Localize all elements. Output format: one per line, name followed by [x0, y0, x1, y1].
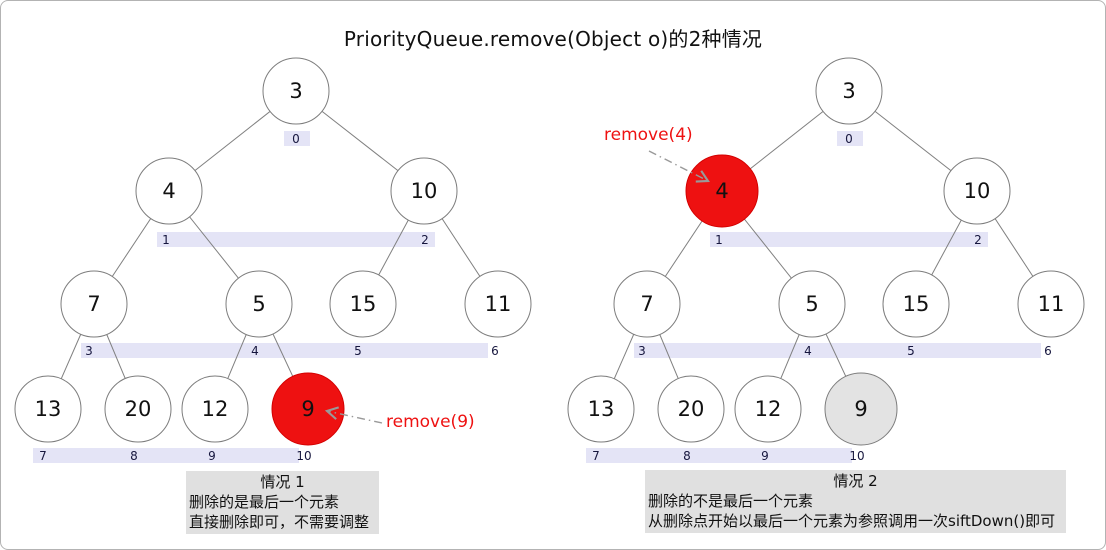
array-index-label: 4: [804, 344, 812, 358]
array-index-label: 10: [849, 449, 864, 463]
heap-node-value: 10: [964, 179, 991, 203]
heap-node-value: 4: [162, 179, 175, 203]
case1-caption-title: 情况 1: [260, 473, 305, 491]
array-index-band: [710, 232, 988, 247]
array-index-label: 2: [974, 233, 982, 247]
array-index-label: 4: [251, 344, 259, 358]
array-index-label: 0: [845, 132, 853, 146]
heap-node: [1017, 270, 1085, 338]
heap-node: [464, 270, 532, 338]
heap-node-value: 7: [640, 292, 653, 316]
remove-annotation-label: remove(9): [386, 412, 475, 432]
heap-node: [135, 157, 203, 225]
case2-caption: 情况 2 删除的不是最后一个元素 从删除点开始以最后一个元素为参照调用一次sif…: [645, 470, 1066, 533]
heap-node-value: 12: [755, 397, 782, 421]
array-index-band: [81, 343, 488, 358]
heap-node: [262, 57, 330, 125]
case2-caption-line: 删除的不是最后一个元素: [648, 492, 814, 510]
heap-node-value: 13: [588, 397, 615, 421]
case1-caption-line: 删除的是最后一个元素: [189, 493, 340, 511]
case2-caption-title: 情况 2: [833, 472, 878, 490]
array-index-label: 9: [208, 449, 216, 463]
heap-node: [657, 375, 725, 443]
heap-node: [60, 270, 128, 338]
heap-node: [815, 57, 883, 125]
heap-node-value: 13: [35, 397, 62, 421]
array-index-band: [284, 131, 310, 146]
array-index-label: 7: [592, 449, 600, 463]
heap-node: [14, 375, 82, 443]
heap-node: [104, 375, 172, 443]
heap-node-value: 20: [678, 397, 705, 421]
array-index-label: 1: [715, 233, 723, 247]
heap-node: [943, 157, 1011, 225]
array-index-label: 3: [638, 344, 646, 358]
heap-node-value: 15: [350, 292, 377, 316]
heap-node: [567, 375, 635, 443]
heap-node-value: 9: [854, 397, 867, 421]
array-index-label: 2: [421, 233, 429, 247]
remove-annotation-label: remove(4): [604, 125, 693, 145]
heap-node-value: 5: [805, 292, 818, 316]
heap-node-value: 9: [301, 397, 314, 421]
heap-node-value: 10: [411, 179, 438, 203]
heap-node: [778, 270, 846, 338]
heap-node: [181, 375, 249, 443]
heap-node-value: 11: [1038, 292, 1065, 316]
array-index-label: 5: [907, 344, 915, 358]
heap-node: [734, 375, 802, 443]
page-title: PriorityQueue.remove(Object o)的2种情况: [343, 27, 763, 51]
heap-node-value: 12: [202, 397, 229, 421]
heap-node-value: 15: [903, 292, 930, 316]
heap-node: [613, 270, 681, 338]
case1-caption-line: 直接删除即可，不需要调整: [189, 513, 370, 531]
array-index-label: 5: [354, 344, 362, 358]
array-index-label: 10: [296, 449, 311, 463]
heap-node-value: 7: [87, 292, 100, 316]
heap-node-value: 5: [252, 292, 265, 316]
case1-caption: 情况 1 删除的是最后一个元素 直接删除即可，不需要调整: [186, 471, 379, 534]
heap-node: [225, 270, 293, 338]
heap-node-value: 11: [485, 292, 512, 316]
heap-node-value: 3: [842, 79, 855, 103]
array-index-band: [157, 232, 435, 247]
remove-arrow: [648, 150, 710, 183]
array-index-label: 9: [761, 449, 769, 463]
heap-node: [882, 270, 950, 338]
array-index-label: 8: [130, 449, 138, 463]
case2-caption-line: 从删除点开始以最后一个元素为参照调用一次siftDown()即可: [648, 512, 1056, 530]
array-index-label: 0: [292, 132, 300, 146]
array-index-label: 1: [162, 233, 170, 247]
array-index-label: 6: [491, 344, 499, 358]
array-index-band: [33, 448, 299, 463]
array-index-label: 8: [683, 449, 691, 463]
array-index-band: [586, 448, 852, 463]
heap-node-highlight-red: [271, 372, 345, 446]
array-index-band: [634, 343, 1041, 358]
heap-node: [329, 270, 397, 338]
heap-node-removed-gray: [824, 372, 898, 446]
heap-node: [390, 157, 458, 225]
heap-node-value: 3: [289, 79, 302, 103]
array-index-label: 7: [39, 449, 47, 463]
array-index-label: 3: [85, 344, 93, 358]
array-index-label: 6: [1044, 344, 1052, 358]
array-index-band: [837, 131, 863, 146]
heap-node-value: 4: [715, 179, 728, 203]
heap-node-value: 20: [125, 397, 152, 421]
